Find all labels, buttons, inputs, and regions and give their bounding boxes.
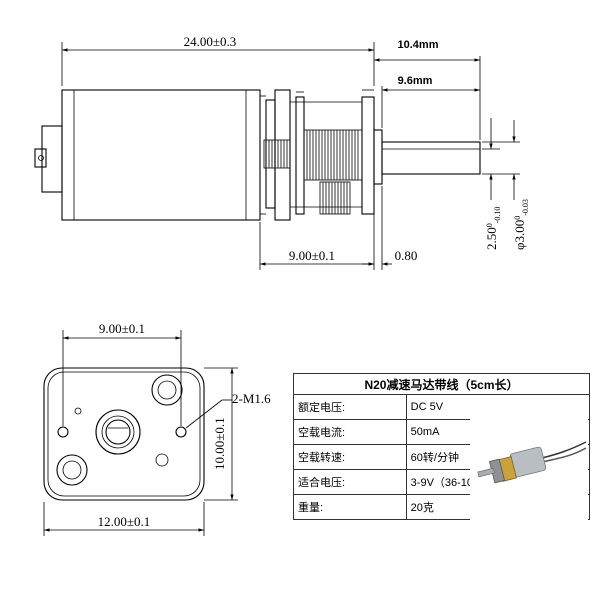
output-boss bbox=[95, 409, 141, 455]
shaft-collar bbox=[373, 129, 383, 185]
height-dim: 10.00±0.1 bbox=[212, 417, 227, 470]
shaft-diameter-dim: φ3.000-0.03 bbox=[512, 199, 530, 250]
spec-label: 空载电流: bbox=[293, 419, 407, 445]
shaft-flat-dim: 2.500-0.10 bbox=[484, 207, 502, 250]
motor-body bbox=[61, 89, 261, 221]
output-shaft bbox=[381, 141, 481, 175]
front-view: 9.00±0.1 2-M1.6 10.00±0.1 12.00±0.1 bbox=[43, 321, 271, 536]
gearbox-face bbox=[43, 367, 205, 501]
overall-length-dim: 24.00±0.3 bbox=[184, 34, 237, 49]
mounting-hole-left bbox=[57, 426, 69, 438]
spec-label: 适合电压: bbox=[293, 469, 407, 495]
gearbox-plate bbox=[274, 89, 291, 221]
hole-spacing-dim: 9.00±0.1 bbox=[99, 321, 145, 336]
gearbox-length-dim: 9.00±0.1 bbox=[289, 248, 335, 263]
shaft-exposed-dim: 9.6mm bbox=[398, 75, 433, 87]
gear-boss-bottom bbox=[56, 454, 88, 486]
spec-label: 空载转速: bbox=[293, 444, 407, 470]
terminal-block bbox=[41, 125, 63, 193]
gear-stack bbox=[263, 129, 363, 215]
spec-title: N20减速马达带线（5cm长） bbox=[293, 373, 590, 395]
spec-value-text: DC 5V bbox=[410, 401, 444, 413]
product-photo bbox=[470, 398, 588, 520]
screw-callout: 2-M1.6 bbox=[232, 391, 271, 406]
spec-label: 额定电压: bbox=[293, 394, 407, 420]
gear-boss-top bbox=[151, 374, 183, 406]
width-dim: 12.00±0.1 bbox=[98, 514, 151, 529]
side-view: 24.00±0.3 10.4mm 9.6mm 9.00±0.1 0.80 2.5… bbox=[34, 34, 530, 270]
spec-label: 重量: bbox=[293, 494, 407, 520]
shaft-total-dim: 10.4mm bbox=[398, 39, 439, 51]
collar-dim: 0.80 bbox=[395, 248, 418, 263]
mounting-hole-right bbox=[175, 426, 187, 438]
